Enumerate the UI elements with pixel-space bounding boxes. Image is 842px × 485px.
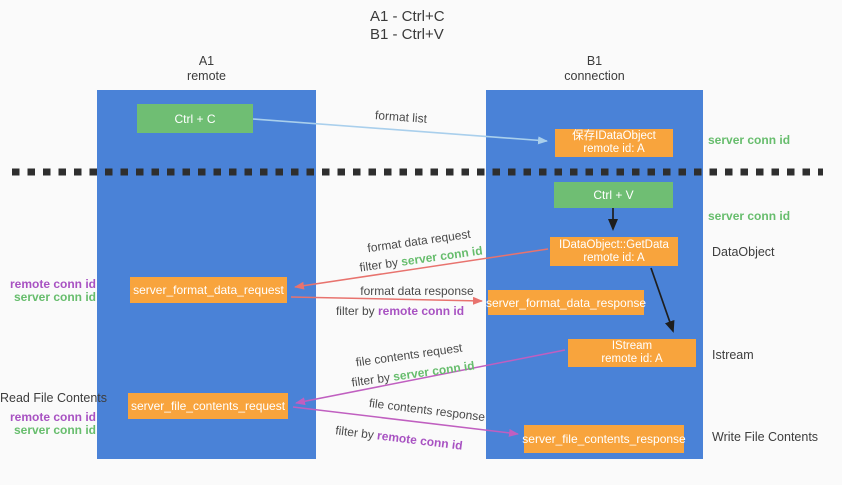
istream-line1: IStream <box>611 340 653 352</box>
save-idataobject-line1: 保存IDataObject <box>572 130 656 142</box>
istream-line2: remote id: A <box>601 353 663 365</box>
annotation-remote-conn-id-bottom: remote conn id <box>9 410 96 424</box>
ctrl-v-box: Ctrl + V <box>554 182 673 208</box>
label-filter-remote-conn-id-1: filter by remote conn id <box>336 304 464 318</box>
filter-by-text: filter by <box>335 304 375 318</box>
lane-header-b1: B1 connection <box>486 54 703 84</box>
save-idataobject-line2: remote id: A <box>583 143 645 155</box>
ctrl-v-label: Ctrl + V <box>593 188 634 202</box>
server-file-contents-response-label: server_file_contents_response <box>522 432 686 446</box>
label-format-data-response: format data response <box>360 284 474 298</box>
server-format-data-response-box: server_format_data_response <box>485 290 647 315</box>
annotation-server-conn-id-left-top: server conn id <box>13 290 96 304</box>
title-line-2: B1 - Ctrl+V <box>370 26 444 43</box>
arrow-file-contents-request <box>295 349 566 406</box>
server-format-data-request-label: server_format_data_request <box>133 283 284 297</box>
arrow-format-data-response <box>290 296 483 305</box>
remote-conn-id-key: remote conn id <box>378 304 465 318</box>
lane-b1-name: B1 <box>586 54 603 68</box>
annotation-read-file-contents: Read File Contents <box>0 391 108 405</box>
arrow-format-data-request <box>294 248 549 290</box>
diagram-title: A1 - Ctrl+C B1 - Ctrl+V <box>370 8 445 44</box>
lane-a1-subtitle: remote <box>187 69 226 83</box>
server-format-data-request-box: server_format_data_request <box>130 277 287 303</box>
istream-box: IStream remote id: A <box>568 339 696 367</box>
arrow-file-contents-response <box>292 406 519 437</box>
title-line-1: A1 - Ctrl+C <box>370 8 445 25</box>
ctrl-c-box: Ctrl + C <box>137 104 253 133</box>
server-file-contents-request-label: server_file_contents_request <box>130 399 286 413</box>
server-file-contents-response-box: server_file_contents_response <box>522 425 686 453</box>
server-file-contents-request-box: server_file_contents_request <box>128 393 288 419</box>
annotation-write-file-contents: Write File Contents <box>712 430 819 444</box>
lane-header-a1: A1 remote <box>97 54 316 84</box>
annotation-server-conn-id-top: server conn id <box>708 133 791 147</box>
getdata-line1: IDataObject::GetData <box>559 238 669 251</box>
lane-a1-name: A1 <box>198 54 215 68</box>
server-format-data-response-label: server_format_data_response <box>485 295 647 310</box>
annotation-remote-conn-id-top: remote conn id <box>9 277 96 291</box>
arrow-getdata-to-istream <box>650 267 675 333</box>
annotation-dataobject: DataObject <box>712 245 775 259</box>
ctrl-c-label: Ctrl + C <box>174 111 216 126</box>
save-idataobject-box: 保存IDataObject remote id: A <box>555 129 673 157</box>
annotation-istream: Istream <box>712 348 754 362</box>
lane-b1-subtitle: connection <box>564 69 625 83</box>
getdata-box: IDataObject::GetData remote id: A <box>550 237 678 266</box>
annotation-server-conn-id-mid: server conn id <box>708 209 791 223</box>
getdata-line2: remote id: A <box>583 251 645 264</box>
annotation-server-conn-id-left-bottom: server conn id <box>13 423 96 437</box>
arrow-format-list <box>252 118 548 145</box>
